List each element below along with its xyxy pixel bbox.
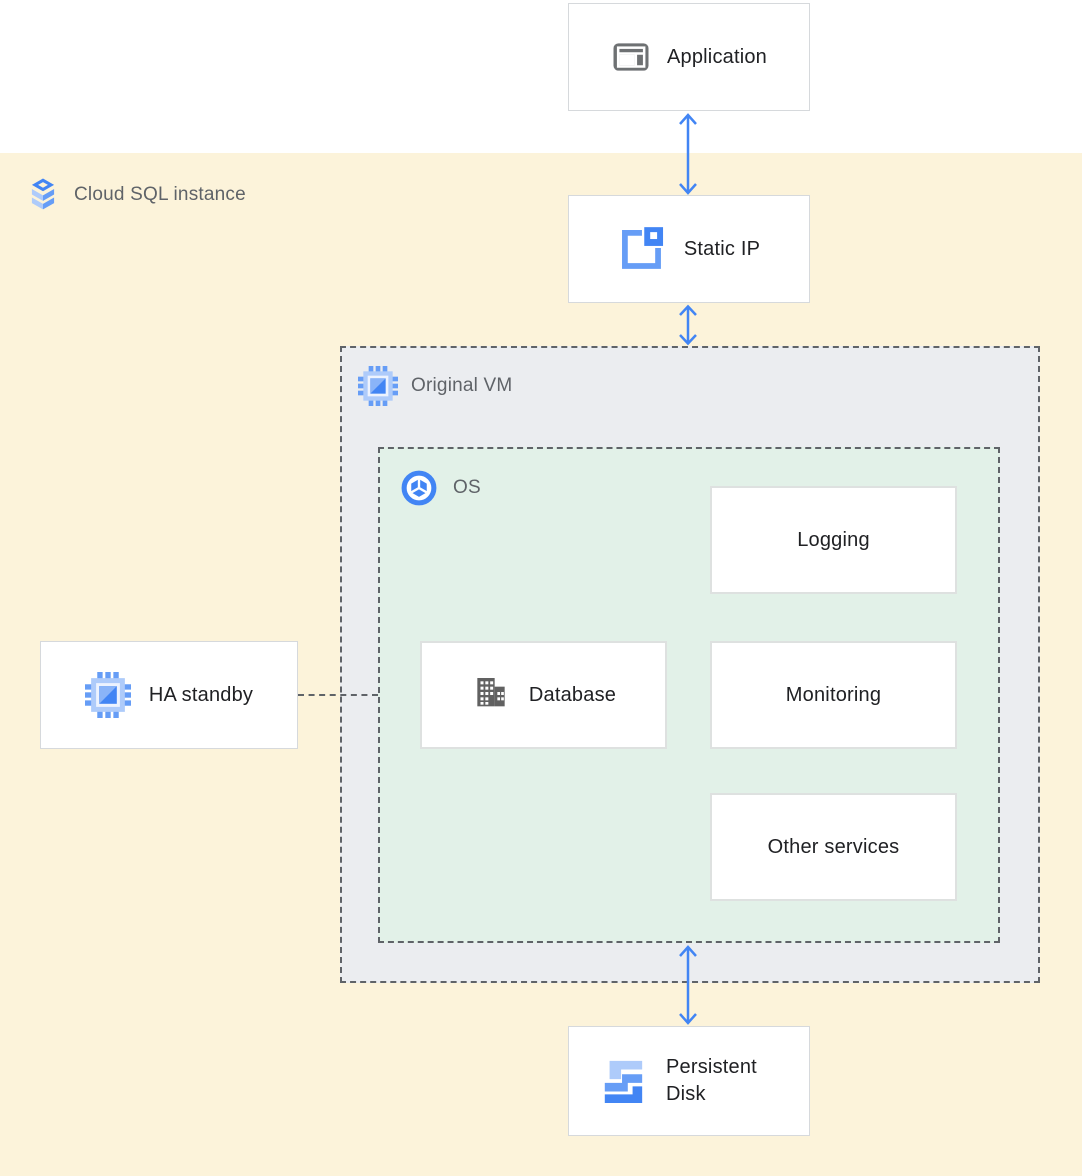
original-vm-label: Original VM bbox=[358, 366, 512, 406]
other-services-label: Other services bbox=[767, 835, 900, 858]
persistent-disk-icon bbox=[600, 1058, 646, 1104]
os-region: OS Logging bbox=[378, 447, 1000, 943]
cloud-sql-instance-text: Cloud SQL instance bbox=[74, 184, 246, 205]
database-node: Database bbox=[420, 641, 667, 749]
persistent-disk-label: Persistent Disk bbox=[666, 1056, 757, 1105]
original-vm-text: Original VM bbox=[411, 375, 513, 396]
monitoring-label: Monitoring bbox=[785, 683, 882, 706]
static-ip-icon bbox=[618, 226, 664, 272]
cloud-sql-icon bbox=[24, 176, 62, 214]
top-background bbox=[0, 0, 1082, 153]
other-services-node: Other services bbox=[710, 793, 957, 901]
application-window-icon bbox=[611, 37, 651, 77]
os-text: OS bbox=[453, 477, 481, 498]
static-ip-label: Static IP bbox=[683, 237, 761, 260]
logging-node: Logging bbox=[710, 486, 957, 594]
compute-engine-icon bbox=[358, 366, 398, 406]
original-vm-region: Original VM OS bbox=[340, 346, 1040, 983]
logging-label: Logging bbox=[797, 528, 870, 551]
persistent-disk-node: Persistent Disk bbox=[568, 1026, 810, 1136]
application-node: Application bbox=[568, 3, 810, 111]
ha-standby-label: HA standby bbox=[148, 683, 254, 706]
database-label: Database bbox=[528, 683, 617, 706]
arrow-application-staticip bbox=[679, 113, 697, 195]
os-icon bbox=[400, 469, 438, 507]
arrow-staticip-vm bbox=[679, 304, 697, 346]
os-label: OS bbox=[400, 469, 481, 507]
database-building-icon bbox=[471, 672, 511, 718]
cloud-sql-instance-label: Cloud SQL instance bbox=[24, 176, 246, 214]
application-label: Application bbox=[666, 45, 768, 68]
link-hastandby-vm bbox=[298, 694, 378, 696]
compute-engine-icon bbox=[84, 672, 131, 718]
monitoring-node: Monitoring bbox=[710, 641, 957, 749]
arrow-os-persistentdisk bbox=[679, 945, 697, 1025]
ha-standby-node: HA standby bbox=[40, 641, 298, 749]
static-ip-node: Static IP bbox=[568, 195, 810, 303]
